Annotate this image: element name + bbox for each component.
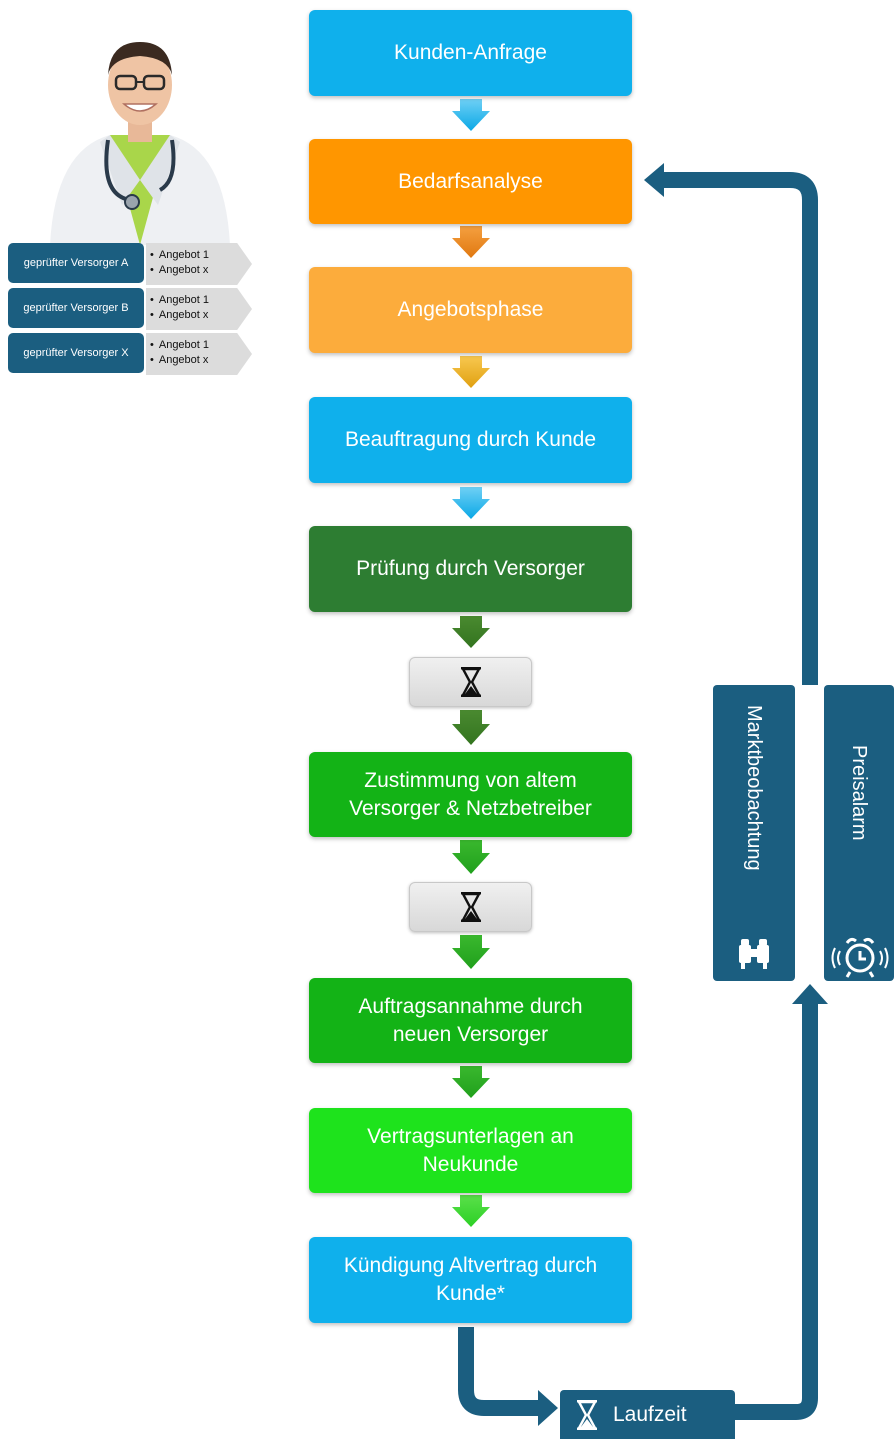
arrow-laufzeit-up — [735, 1002, 818, 1420]
waiting-step-1 — [409, 657, 532, 707]
step-bedarfsanalyse: Bedarfsanalyse — [309, 139, 632, 224]
hourglass-icon — [460, 892, 481, 922]
panel-marktbeobachtung: Marktbeobachtung — [713, 685, 795, 981]
arrow-to-laufzeit-head — [538, 1390, 558, 1426]
step-auftragsannahme: Auftragsannahme durch neuen Versorger — [309, 978, 632, 1063]
step-kunden-anfrage: Kunden-Anfrage — [309, 10, 632, 96]
arrow-loop-back-head — [644, 163, 664, 197]
list-item: Angebot x — [150, 308, 252, 323]
arrow-down-5 — [452, 616, 490, 648]
arrow-down-3 — [452, 356, 490, 388]
list-item: Angebot x — [150, 263, 252, 278]
binoculars-icon — [739, 939, 769, 969]
arrow-down-6 — [452, 710, 490, 745]
vendor-x-offers: Angebot 1 Angebot x — [146, 333, 252, 375]
step-beauftragung: Beauftragung durch Kunde — [309, 397, 632, 483]
vendor-a-label: geprüfter Versorger A — [8, 243, 144, 283]
step-auftragsannahme-label: Auftragsannahme durch neuen Versorger — [358, 994, 583, 1046]
vendor-b-offers: Angebot 1 Angebot x — [146, 288, 252, 330]
waiting-step-2 — [409, 882, 532, 932]
step-beauftragung-label: Beauftragung durch Kunde — [344, 428, 597, 451]
vendor-b-label: geprüfter Versorger B — [8, 288, 144, 328]
step-kunden-anfrage-label: Kunden-Anfrage — [394, 41, 547, 64]
step-bedarfsanalyse-label: Bedarfsanalyse — [398, 169, 543, 193]
step-pruefung: Prüfung durch Versorger — [309, 526, 632, 612]
arrow-down-8 — [452, 935, 490, 969]
alarm-clock-icon — [831, 937, 889, 978]
step-zustimmung-label: Zustimmung von altem Versorger & Netzbet… — [349, 768, 592, 820]
arrow-down-2 — [452, 226, 490, 258]
arrow-down-9 — [452, 1066, 490, 1098]
laufzeit-label: Laufzeit — [613, 1402, 687, 1426]
arrow-down-10 — [452, 1195, 490, 1227]
panel-preisalarm: Preisalarm — [824, 685, 894, 981]
list-item: Angebot 1 — [150, 293, 252, 308]
step-kuendigung-label: Kündigung Altvertrag durch Kunde* — [343, 1254, 598, 1305]
marktbeobachtung-label: Marktbeobachtung — [743, 705, 765, 871]
arrow-down-1 — [452, 99, 490, 131]
arrow-loop-back — [662, 172, 818, 685]
list-item: Angebot 1 — [150, 248, 252, 263]
arrow-down-7 — [452, 840, 490, 874]
doctor-photo — [50, 42, 230, 245]
list-item: Angebot 1 — [150, 338, 252, 353]
preisalarm-label: Preisalarm — [848, 745, 870, 841]
step-vertragsunterlagen: Vertragsunterlagen an Neukunde — [309, 1108, 632, 1193]
step-kuendigung: Kündigung Altvertrag durch Kunde* — [309, 1237, 632, 1323]
list-item: Angebot x — [150, 353, 252, 368]
vendor-x-label: geprüfter Versorger X — [8, 333, 144, 373]
vendor-a-offers: Angebot 1 Angebot x — [146, 243, 252, 285]
down-arrows — [452, 99, 490, 1227]
arrow-to-laufzeit — [458, 1327, 540, 1416]
laufzeit-box: Laufzeit — [560, 1390, 735, 1439]
step-pruefung-label: Prüfung durch Versorger — [356, 557, 585, 580]
arrow-down-4 — [452, 487, 490, 519]
step-angebotsphase: Angebotsphase — [309, 267, 632, 353]
hourglass-icon — [460, 667, 481, 697]
arrow-laufzeit-up-head — [792, 984, 828, 1004]
step-zustimmung: Zustimmung von altem Versorger & Netzbet… — [309, 752, 632, 837]
step-angebotsphase-label: Angebotsphase — [397, 298, 544, 321]
step-vertragsunterlagen-label: Vertragsunterlagen an Neukunde — [367, 1124, 574, 1176]
hourglass-icon — [576, 1399, 598, 1430]
